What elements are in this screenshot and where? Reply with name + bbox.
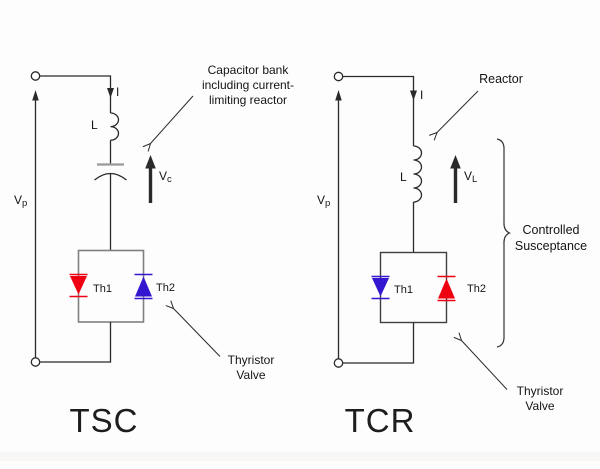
reactor-annotation: Reactor [479,72,523,86]
tsc-vc-label: Vc [159,169,172,187]
scan-artifact-band [0,452,600,461]
tsc-vp-main: V [14,193,23,207]
tsc-thyristor-valve-annotation: Thyristor Valve [227,353,275,382]
tsc-th1-triangle [70,276,87,295]
tcr-thyristor-box [379,251,448,324]
tcr-top-wire [342,75,415,146]
tsc-inductor [110,112,120,141]
tsc-top-wire [39,75,112,113]
tsc-th2-triangle [135,276,152,297]
controlled-susceptance-annotation: Controlled Susceptance [514,223,588,253]
capacitor-bank-annotation: Capacitor bank including current- limiti… [201,63,295,107]
tcr-th1-triangle [372,278,389,297]
tcr-th1-thyristor-icon [371,275,390,300]
tcr-th2-label: Th2 [467,283,486,295]
tcr-current-arrow-icon [410,90,417,101]
tsc-bottom-terminal [30,357,41,367]
tcr-vp-label: Vp [317,193,330,211]
tcr-thyristor-valve-annotation: Thyristor Valve [516,384,564,413]
capacitor-annotation-arrow [142,95,194,152]
tcr-vp-sub: p [325,198,331,209]
tcr-top-terminal [333,71,344,82]
tcr-vl-arrowhead-icon [450,155,461,169]
tsc-vc-arrowhead-icon [145,155,156,169]
tcr-vl-label: VL [464,169,477,187]
tsc-th1-label: Th1 [93,283,112,295]
tcr-th2-thyristor-icon [437,275,456,302]
tsc-th2-thyristor-icon [134,273,153,300]
tcr-th2-triangle [438,278,455,299]
tsc-inductor-label: L [91,118,98,132]
tsc-vc-main: V [159,169,168,183]
tsc-circuit [30,71,221,367]
tcr-inductor-label: L [400,170,407,184]
tcr-title: TCR [344,402,416,439]
tsc-thyristor-annotation-arrow [165,300,221,357]
tcr-bottom-terminal [333,358,344,368]
tsc-title: TSC [69,402,139,439]
tcr-vp-main: V [317,193,326,207]
tsc-th1-thyristor-icon [69,273,88,298]
tcr-vl-sub: L [472,174,478,185]
tcr-vl-main: V [464,169,473,183]
tsc-vp-arrowhead-icon [32,90,39,101]
tcr-th1-label: Th1 [394,284,413,296]
tsc-vp-label: Vp [14,193,27,211]
tcr-vp-arrowhead-icon [335,90,342,101]
tsc-th2-label: Th2 [156,282,175,294]
tcr-current-label: I [420,88,424,102]
tsc-current-arrow-icon [107,88,114,98]
tsc-top-terminal [30,71,41,81]
tsc-current-label: I [116,85,120,99]
reactor-annotation-arrow [429,90,479,141]
tsc-vc-sub: c [167,174,172,185]
tsc-bottom-wire [39,322,112,363]
tcr-circuit [333,71,512,390]
tcr-inductor [413,145,423,203]
tcr-bottom-wire [342,322,415,364]
tcr-thyristor-annotation-arrow [453,332,508,390]
tsc-vp-sub: p [22,198,28,209]
controlled-susceptance-brace [496,138,512,348]
